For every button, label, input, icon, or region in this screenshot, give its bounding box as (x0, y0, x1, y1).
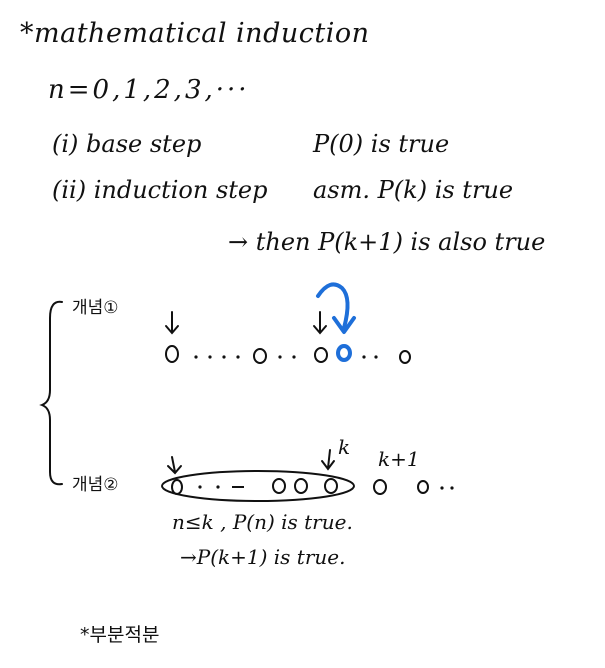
strong-induction-bracket (161, 470, 355, 502)
node-0 (171, 479, 183, 495)
node-far (417, 480, 429, 494)
node-b (294, 478, 308, 494)
method-1-arrows (165, 311, 327, 335)
method-2-sequence (171, 478, 429, 495)
method-1-sequence (165, 344, 411, 364)
node-a (272, 478, 286, 494)
node-k (324, 478, 338, 494)
induction-step-conclusion: → then P(k+1) is also true (228, 228, 546, 256)
induction-step-label: (ii) induction step (52, 176, 268, 204)
base-step-label: (i) base step (52, 130, 202, 158)
node-mid (253, 348, 267, 364)
sequence: n=0,1,2,3,··· (48, 75, 250, 105)
heading: *mathematical induction (20, 18, 370, 49)
footnote: *부분적분 (80, 624, 160, 646)
node-far (399, 350, 411, 364)
induction-loop-arrow (316, 282, 356, 334)
base-step-condition: P(0) is true (313, 130, 450, 158)
induction-step-assumption: asm. P(k) is true (313, 176, 514, 204)
k-plus-1-marker-label: k+1 (378, 447, 420, 471)
grouping-brace (39, 300, 63, 486)
method-1-label: 개념① (72, 298, 119, 318)
strong-induction-premise: n≤k , P(n) is true. (172, 510, 353, 534)
node-0 (165, 345, 179, 363)
method-2-arrows (167, 449, 335, 475)
method-2-dots (198, 485, 454, 490)
k-marker-label: k (338, 435, 351, 459)
node-k-plus-1 (373, 479, 387, 495)
method-2-label: 개념② (72, 475, 119, 495)
node-k (314, 347, 328, 363)
node-k-plus-1 (336, 344, 352, 362)
strong-induction-conclusion: →P(k+1) is true. (180, 545, 346, 569)
method-1-dots (194, 355, 378, 359)
